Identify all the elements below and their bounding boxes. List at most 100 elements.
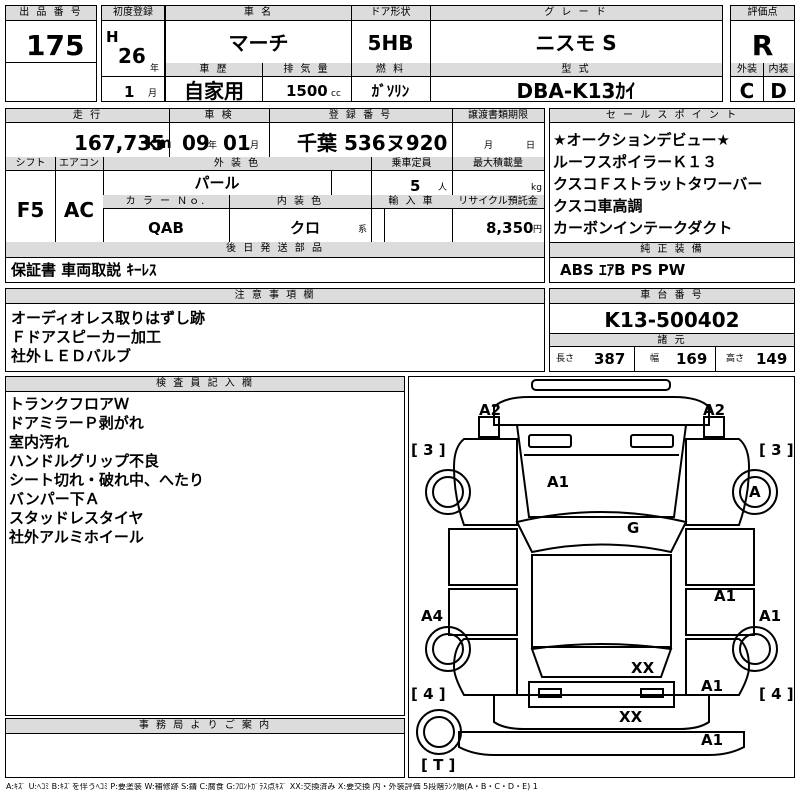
aircon: AC [63,198,95,222]
max-load-unit: kg [531,183,542,193]
mark-rear-bumper: XX [619,708,643,726]
transfer-day-unit: 日 [526,141,536,151]
genuine-box: ABS ｴｱB PS PW [549,257,795,283]
door-label: ドア形状 [351,6,430,21]
mark-rear-corner-right: A1 [701,677,723,695]
mark-roof: G [627,519,639,537]
color-no-label: カ ラ ー Ｎｏ. [103,195,229,209]
inspector-label: 検 査 員 記 入 欄 [6,377,404,392]
grade: ニスモ S [535,31,617,55]
month-unit: 月 [148,89,158,99]
mark-rear-fender-right: A1 [759,607,781,625]
specs-label: 諸 元 [550,333,794,347]
mileage-unit: km [146,134,172,152]
import-label: 輸 入 車 [371,195,452,209]
model-code: DBA-K13ｶｲ [516,79,636,103]
chassis-number: K13-500402 [604,308,740,332]
note-item: 社外ＬＥＤバルブ [11,347,132,365]
later-parts-label: 後 日 発 送 部 品 [6,242,544,257]
inspection-month: 01 [223,131,251,155]
top-info-box: 車 名 ドア形状 グ レ ー ド マーチ 5HB ニスモ S 車 歴 排 気 量… [165,5,723,102]
mark-front-wheel-right: A [749,483,761,501]
registration-year: 26 [118,44,146,68]
transfer-doc-label: 譲渡書類期限 [452,109,544,123]
details-box: 走 行 車 検 登 録 番 号 譲渡書類期限 167,735 km 09 年 0… [5,108,545,258]
chassis-box: 車 台 番 号 K13-500402 諸 元 長さ 387 幅 169 高さ 1… [549,288,795,372]
genuine-label: 純 正 装 備 [550,242,794,257]
car-diagram-box: [ 3 ] [ 3 ] [ 4 ] [ 4 ] [ T ] A2 A2 A1 A… [408,376,795,778]
inspector-note: ハンドルグリップ不良 [9,452,160,470]
exterior-grade: C [739,79,755,103]
inspector-note: トランクフロアＷ [9,395,130,413]
sales-point: クスコＦストラットタワーバー [553,175,763,193]
notes-label: 注 意 事 項 欄 [6,289,544,304]
displacement-label: 排 気 量 [262,63,351,77]
score-box: 評価点 R 外装 内装 C D [730,5,795,102]
recycle-deposit: 8,350 [486,219,534,237]
inspection-year-unit: 年 [208,141,218,151]
score-label: 評価点 [731,6,794,21]
sales-points-box: セ ー ル ス ポ イ ン ト ★オークションデビュー★ ルーフスポイラーＫ１３… [549,108,795,258]
year-unit: 年 [150,64,160,74]
history-label: 車 歴 [166,63,262,77]
inspection-label: 車 検 [169,109,269,123]
lot-number: 175 [26,29,85,62]
note-item: Ｆドアスピーカー加工 [11,328,162,346]
reg-no-label: 登 録 番 号 [269,109,452,123]
fuel-label: 燃 料 [351,63,430,77]
car-diagram: [ 3 ] [ 3 ] [ 4 ] [ 4 ] [ T ] A2 A2 A1 A… [411,379,794,774]
capacity: 5 [410,177,421,195]
sales-point: カーボンインテークダクト [553,219,733,237]
exterior-color: パール [194,174,240,192]
aircon-label: エアコン [55,157,103,171]
tire-front-left-label: [ 3 ] [411,441,446,459]
inspector-note: バンパー下Ａ [9,490,100,508]
width-label: 幅 [650,354,660,364]
mark-rear-fender-left: A4 [421,607,443,625]
mark-rear-bumper-low: A1 [701,731,723,749]
mark-hood: A1 [547,473,569,491]
later-parts-box: 保証書 車両取説 ｷｰﾚｽ [5,257,545,283]
legend: A:ｷｽﾞ U:ﾍｺﾐ B:ｷｽﾞを伴うﾍｺﾐ P:要塗装 W:補修跡 S:錆 … [6,783,538,791]
capacity-label: 乗車定員 [371,157,452,171]
displacement-unit: cc [331,89,341,99]
inspector-note: 室内汚れ [9,433,70,451]
door-type: 5HB [367,31,414,55]
registration-number: 千葉 536ヌ920 [297,131,448,155]
mileage-label: 走 行 [6,109,169,123]
registration-month: 1 [124,83,135,101]
height: 149 [756,350,788,368]
office-label: 事 務 局 よ り ご 案 内 [6,719,404,734]
mark-rear-door-right: A1 [714,587,736,605]
tire-rear-right-label: [ 4 ] [759,685,794,703]
recycle-unit: 円 [533,225,543,235]
sales-points-list: ★オークションデビュー★ ルーフスポイラーＫ１３ クスコＦストラットタワーバー … [553,129,762,239]
first-registration-label: 初度登録 [102,6,164,21]
inspector-note: シート切れ・破れ中、へたり [9,471,205,489]
interior-grade: D [770,79,787,103]
era: H [106,28,119,46]
capacity-unit: 人 [438,183,448,193]
mark-mirror-right: A2 [703,401,725,419]
max-load-label: 最大積載量 [452,157,544,171]
int-color-label: 内 装 色 [229,195,371,209]
sales-point: ルーフスポイラーＫ１３ [553,153,718,171]
interior-color: クロ [290,219,321,237]
car-name: マーチ [228,31,289,55]
sales-points-label: セ ー ル ス ポ イ ン ト [550,109,794,123]
car-name-label: 車 名 [166,6,351,21]
mark-mirror-left: A2 [479,401,501,419]
sales-point: クスコ車高調 [553,197,643,215]
interior-label: 内装 [763,63,794,77]
lot-number-label: 出 品 番 号 [6,6,96,21]
lot-number-box: 出 品 番 号 175 [5,5,97,102]
model-code-label: 型 式 [430,63,722,77]
exterior-label: 外装 [731,63,763,77]
inspector-notes-list: トランクフロアＷ ドアミラーＰ剥がれ 室内汚れ ハンドルグリップ不良 シート切れ… [9,395,204,547]
length: 387 [594,350,626,368]
transfer-month-unit: 月 [484,141,494,151]
first-registration-box: 初度登録 H 26 年 1 月 [101,5,165,102]
score: R [751,29,774,62]
width: 169 [676,350,708,368]
history: 自家用 [184,79,244,103]
